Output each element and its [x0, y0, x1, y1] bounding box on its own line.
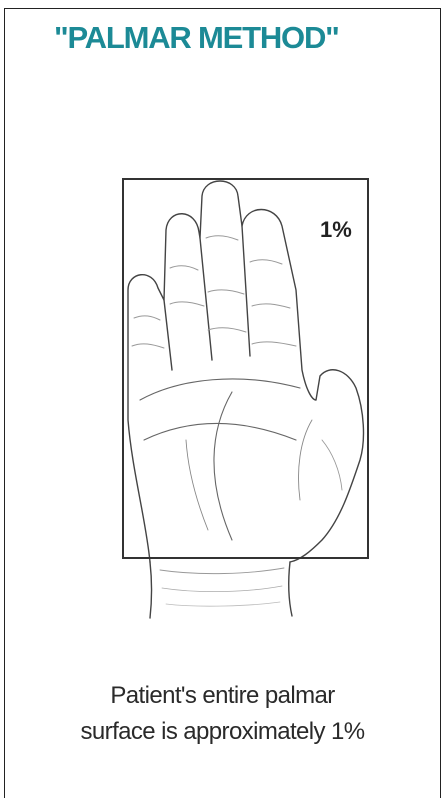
caption-line-1: Patient's entire palmar	[0, 678, 445, 714]
hand-illustration	[128, 181, 363, 618]
finger-gap-3	[242, 226, 250, 356]
head-line	[144, 423, 296, 440]
caption: Patient's entire palmar surface is appro…	[0, 678, 445, 750]
finger-gap-1	[164, 300, 172, 370]
life-line	[214, 392, 232, 540]
heart-line	[140, 379, 300, 400]
finger-gap-2	[200, 238, 212, 360]
wrist-right-edge	[289, 562, 292, 616]
caption-line-2: surface is approximately 1%	[0, 714, 445, 750]
palm-area-percent-label: 1%	[320, 217, 352, 242]
wrist-left-edge	[150, 562, 152, 618]
